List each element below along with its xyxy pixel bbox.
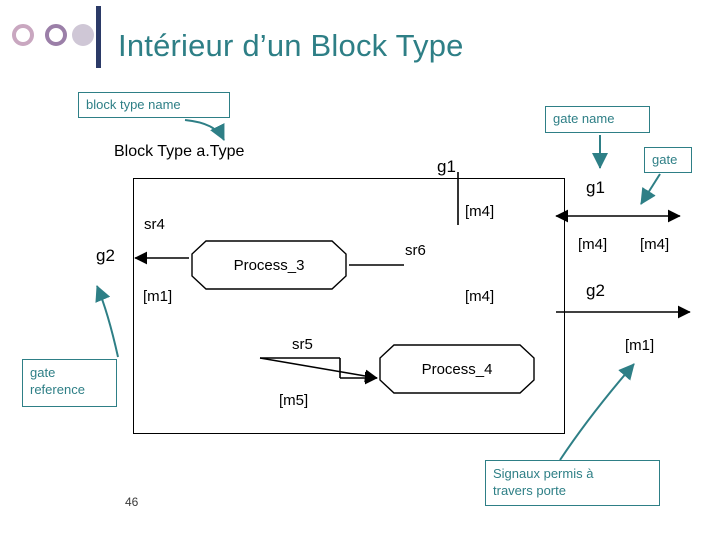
block-type-frame bbox=[133, 178, 565, 434]
process-node-2-label: Process_4 bbox=[421, 360, 493, 378]
label-gate-g2-inner: g2 bbox=[96, 246, 115, 265]
octagon-shape-icon bbox=[379, 344, 535, 394]
right-signal-left: [m4] bbox=[578, 236, 608, 253]
callout-block-type-name: block type name bbox=[78, 92, 230, 118]
process-node-1-label: Process_3 bbox=[233, 256, 305, 274]
label-gate-g1-inner: g1 bbox=[437, 157, 456, 176]
page-number: 46 bbox=[125, 495, 139, 509]
leader-gate bbox=[640, 173, 661, 205]
block-type-title: Block Type a.Type bbox=[114, 143, 245, 160]
label-m4-bottom: [m4] bbox=[465, 288, 495, 305]
callout-gate-name: gate name bbox=[545, 106, 650, 133]
vertical-bar-icon bbox=[96, 6, 101, 68]
callout-gate-reference: gate reference bbox=[22, 359, 117, 407]
callout-signals: Signaux permis à travers porte bbox=[485, 460, 660, 506]
leader-signals bbox=[559, 363, 635, 461]
label-channel-sr4: sr4 bbox=[144, 216, 165, 233]
callout-signals-line1: Signaux permis à bbox=[493, 466, 594, 481]
callout-gate-reference-line1: gate bbox=[30, 365, 56, 380]
callout-signals-line2: travers porte bbox=[493, 483, 566, 498]
right-signal-bottom: [m1] bbox=[625, 337, 655, 354]
label-signal-m1: [m1] bbox=[143, 288, 173, 305]
leader-gate-reference bbox=[95, 285, 119, 358]
right-gate-ref: g2 bbox=[586, 281, 605, 300]
right-gate-name: g1 bbox=[586, 178, 605, 197]
ring-outline-icon bbox=[12, 24, 34, 46]
filled-circle-icon bbox=[72, 24, 94, 46]
right-signal-right: [m4] bbox=[640, 236, 670, 253]
leader-block-type-name bbox=[184, 119, 225, 141]
process-node-1: Process_3 bbox=[191, 240, 347, 290]
label-m4-top: [m4] bbox=[465, 203, 495, 220]
label-channel-sr5: sr5 bbox=[292, 336, 313, 353]
octagon-shape-icon bbox=[191, 240, 347, 290]
callout-gate-reference-line2: reference bbox=[30, 382, 85, 397]
process-node-2: Process_4 bbox=[379, 344, 535, 394]
label-channel-sr6: sr6 bbox=[405, 242, 426, 259]
callout-gate: gate bbox=[644, 147, 692, 173]
ring-outline-icon bbox=[45, 24, 67, 46]
label-signal-m5: [m5] bbox=[279, 392, 309, 409]
page-title: Intérieur d’un Block Type bbox=[118, 28, 464, 63]
